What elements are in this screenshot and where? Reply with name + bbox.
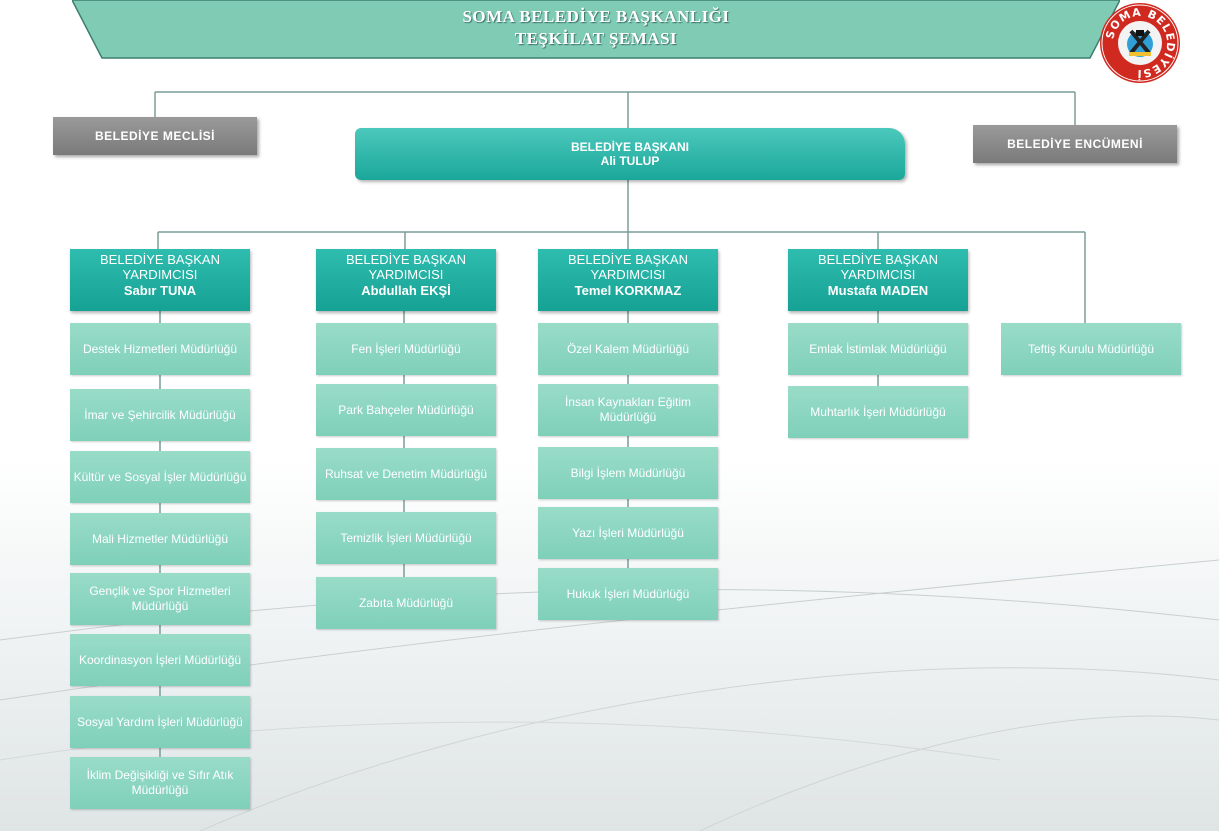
department-box: Bilgi İşlem Müdürlüğü	[538, 447, 718, 499]
department-box: Emlak İstimlak Müdürlüğü	[788, 323, 968, 375]
department-box: Muhtarlık İşeri Müdürlüğü	[788, 386, 968, 438]
deputy-name: Mustafa MADEN	[827, 283, 929, 298]
deputy-title-line2: YARDIMCISI	[122, 267, 198, 282]
department-box: Özel Kalem Müdürlüğü	[538, 323, 718, 375]
deputy-mayor-box: BELEDİYE BAŞKAN YARDIMCISI Sabır TUNA	[70, 249, 250, 311]
department-box: İnsan Kaynakları Eğitim Müdürlüğü	[538, 384, 718, 436]
deputy-title-line2: YARDIMCISI	[840, 267, 916, 282]
deputy-mayor-box: BELEDİYE BAŞKAN YARDIMCISI Temel KORKMAZ	[538, 249, 718, 311]
department-box: Temizlik İşleri Müdürlüğü	[316, 512, 496, 564]
department-box: Koordinasyon İşleri Müdürlüğü	[70, 634, 250, 686]
deputy-mayor-box: BELEDİYE BAŞKAN YARDIMCISI Abdullah EKŞİ	[316, 249, 496, 311]
department-box: İmar ve Şehircilik Müdürlüğü	[70, 389, 250, 441]
deputy-title-line1: BELEDİYE BAŞKAN	[818, 252, 938, 267]
mayor-name: Ali TULUP	[600, 154, 660, 168]
mayor-title: BELEDİYE BAŞKANI	[570, 140, 689, 154]
banner-line-2: TEŞKİLAT ŞEMASI	[514, 29, 678, 48]
city-council-box: BELEDİYE MECLİSİ	[53, 117, 257, 155]
department-box: Fen İşleri Müdürlüğü	[316, 323, 496, 375]
deputy-title-line2: YARDIMCISI	[368, 267, 444, 282]
municipality-seal-logo: SOMA BELEDİYESİ	[1100, 3, 1180, 83]
city-committee-box: BELEDİYE ENCÜMENİ	[973, 125, 1177, 163]
department-box: Mali Hizmetler Müdürlüğü	[70, 513, 250, 565]
department-box: Ruhsat ve Denetim Müdürlüğü	[316, 448, 496, 500]
deputy-mayor-box: BELEDİYE BAŞKAN YARDIMCISI Mustafa MADEN	[788, 249, 968, 311]
department-box: Hukuk İşleri Müdürlüğü	[538, 568, 718, 620]
inspection-board-box: Teftiş Kurulu Müdürlüğü	[1001, 323, 1181, 375]
department-box: Kültür ve Sosyal İşler Müdürlüğü	[70, 451, 250, 503]
mayor-box: BELEDİYE BAŞKANI Ali TULUP	[355, 128, 905, 180]
department-box: Gençlik ve Spor Hizmetleri Müdürlüğü	[70, 573, 250, 625]
department-box: İklim Değişikliği ve Sıfır Atık Müdürlüğ…	[70, 757, 250, 809]
banner-title: SOMA BELEDİYE BAŞKANLIĞI TEŞKİLAT ŞEMASI	[72, 6, 1120, 50]
department-box: Yazı İşleri Müdürlüğü	[538, 507, 718, 559]
banner-line-1: SOMA BELEDİYE BAŞKANLIĞI	[462, 7, 730, 26]
deputy-name: Abdullah EKŞİ	[361, 283, 451, 298]
department-box: Park Bahçeler Müdürlüğü	[316, 384, 496, 436]
deputy-title-line2: YARDIMCISI	[590, 267, 666, 282]
deputy-name: Temel KORKMAZ	[574, 283, 682, 298]
deputy-title-line1: BELEDİYE BAŞKAN	[568, 252, 688, 267]
department-box: Zabıta Müdürlüğü	[316, 577, 496, 629]
deputy-name: Sabır TUNA	[123, 283, 197, 298]
department-box: Destek Hizmetleri Müdürlüğü	[70, 323, 250, 375]
deputy-title-line1: BELEDİYE BAŞKAN	[346, 252, 466, 267]
deputy-title-line1: BELEDİYE BAŞKAN	[100, 252, 220, 267]
department-box: Sosyal Yardım İşleri Müdürlüğü	[70, 696, 250, 748]
title-banner	[72, 0, 1120, 59]
